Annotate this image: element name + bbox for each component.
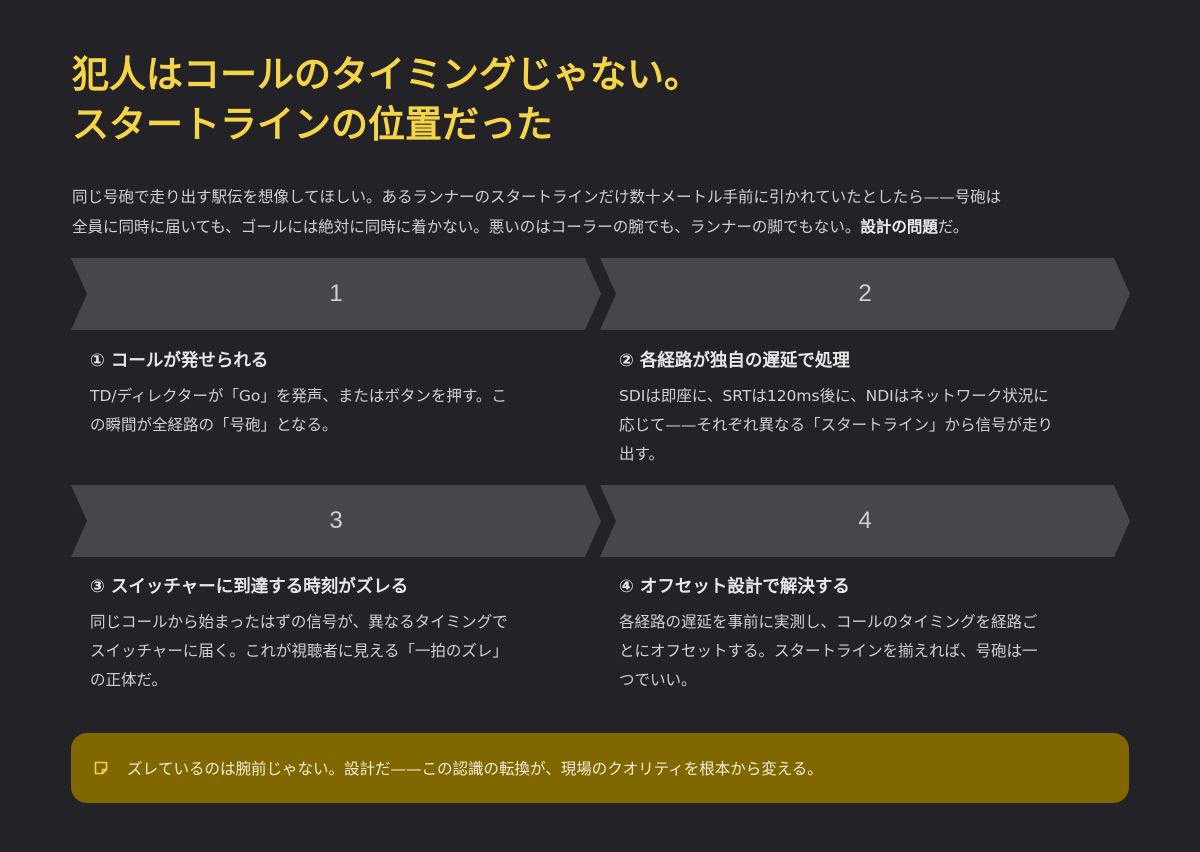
step-2-description: SDIは即座に、SRTは120ms後に、NDIはネットワーク状況に 応じて——そ… [619,382,1109,469]
step-3-desc-line: スイッチャーに届く。これが視聴者に見える「一拍のズレ」 [90,642,508,660]
page-title-line-1: 犯人はコールのタイミングじゃない。 [72,53,701,96]
step-4-desc-line: とにオフセットする。スタートラインを揃えれば、号砲は一 [619,642,1038,660]
step-3-description: 同じコールから始まったはずの信号が、異なるタイミングで スイッチャーに届く。これ… [90,608,580,695]
step-4-desc-line: つでいい。 [619,671,697,689]
step-1-description: TD/ディレクターが「Go」を発声、またはボタンを押す。こ の瞬間が全経路の「号… [90,382,580,440]
intro-line-2: 全員に同時に届いても、ゴールには絶対に同時に着かない。悪いのはコーラーの腕でも、… [72,212,1132,242]
step-1-title: ① コールが発せられる [90,351,269,371]
step-2-desc-line: 応じて——それぞれ異なる「スタートライン」から信号が走り [619,416,1054,434]
step-1-desc-line: TD/ディレクターが「Go」を発声、またはボタンを押す。こ [90,387,507,405]
step-4-desc-line: 各経路の遅延を事前に実測し、コールのタイミングを経路ご [619,613,1038,631]
step-4-description: 各経路の遅延を事前に実測し、コールのタイミングを経路ご とにオフセットする。スタ… [619,608,1109,695]
step-1-arrow: 1 [71,258,601,330]
page-title-line-2: スタートラインの位置だった [72,103,553,146]
step-3-number: 3 [329,507,343,534]
step-4-title: ④ オフセット設計で解決する [619,577,850,597]
step-2-arrow: 2 [600,258,1130,330]
page-title: 犯人はコールのタイミングじゃない。 スタートラインの位置だった [72,50,1132,150]
step-2-desc-line: SDIは即座に、SRTは120ms後に、NDIはネットワーク状況に [619,387,1049,405]
step-2-number: 2 [858,280,872,307]
intro-paragraph: 同じ号砲で走り出す駅伝を想像してほしい。あるランナーのスタートラインだけ数十メー… [72,182,1132,242]
step-3-arrow: 3 [71,485,601,557]
step-3-desc-line: の正体だ。 [90,671,168,689]
step-1-number: 1 [329,280,343,307]
intro-line-2-text: 全員に同時に届いても、ゴールには絶対に同時に着かない。悪いのはコーラーの腕でも、… [72,218,861,236]
step-2-title: ② 各経路が独自の遅延で処理 [619,351,850,371]
intro-line-1: 同じ号砲で走り出す駅伝を想像してほしい。あるランナーのスタートラインだけ数十メー… [72,188,1002,206]
step-3-title: ③ スイッチャーに到達する時刻がズレる [90,577,409,597]
step-3-desc-line: 同じコールから始まったはずの信号が、異なるタイミングで [90,613,508,631]
step-1-desc-line: の瞬間が全経路の「号砲」となる。 [90,416,338,434]
step-2-desc-line: 出す。 [619,445,664,463]
callout-text: ズレているのは腕前じゃない。設計だ——この認識の転換が、現場のクオリティを根本か… [127,760,823,778]
intro-emphasis: 設計の問題 [860,218,938,236]
callout-box: ズレているのは腕前じゃない。設計だ——この認識の転換が、現場のクオリティを根本か… [71,733,1129,803]
step-4-number: 4 [858,507,872,534]
intro-line-2-end: だ。 [937,218,969,236]
note-icon [93,760,109,776]
step-4-arrow: 4 [600,485,1130,557]
